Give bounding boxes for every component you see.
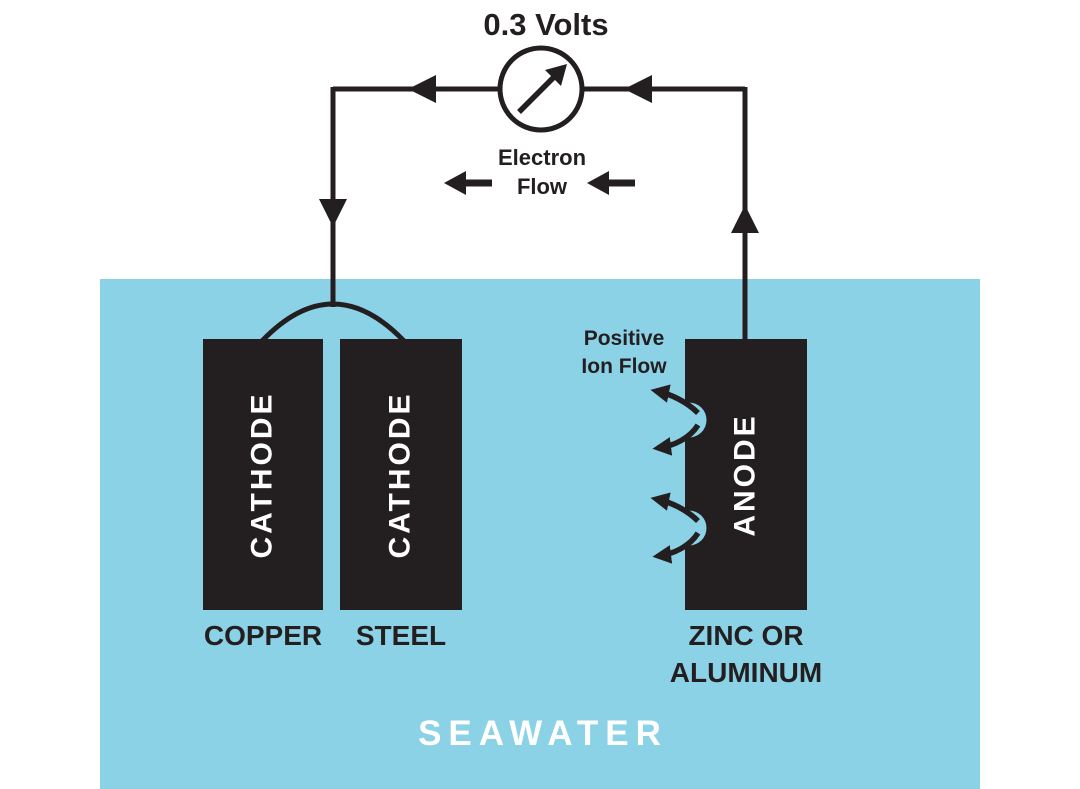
ion-flow-line1: Positive [583, 327, 665, 350]
anode-material-line2: ALUMINUM [669, 657, 823, 688]
steel-material-label: STEEL [355, 620, 447, 651]
voltmeter-needle-tip [545, 64, 567, 86]
steel-cathode-bar: CATHODE [340, 339, 462, 610]
left-arrow-icon [444, 171, 466, 195]
copper-cathode-bar: CATHODE [203, 339, 323, 610]
voltmeter-needle [517, 73, 558, 114]
down-arrow-icon [319, 199, 347, 227]
copper-material-label: COPPER [203, 620, 323, 651]
electron-flow-label: Electron Flow [498, 143, 586, 201]
anode-material-line1: ZINC OR [688, 620, 804, 651]
left-arrow-icon [408, 75, 436, 103]
anode-material-label: ZINC OR ALUMINUM [670, 617, 822, 691]
electron-flow-line1: Electron [497, 145, 587, 170]
up-arrow-icon [731, 205, 759, 233]
electron-flow-line2: Flow [516, 174, 568, 199]
anode-bar: ANODE [685, 339, 807, 610]
cathode-label: CATHODE [246, 390, 280, 559]
left-arrow-icon [624, 75, 652, 103]
ion-flow-line2: Ion Flow [581, 355, 667, 378]
anode-label: ANODE [729, 412, 762, 537]
voltmeter-icon [497, 45, 585, 133]
voltmeter-dial [497, 45, 585, 133]
positive-ion-flow-label: Positive Ion Flow [581, 325, 666, 381]
voltage-reading: 0.3 Volts [483, 7, 609, 42]
left-arrow-icon [587, 171, 609, 195]
seawater-label: SEAWATER [418, 714, 668, 753]
cathode-label: CATHODE [384, 390, 418, 559]
